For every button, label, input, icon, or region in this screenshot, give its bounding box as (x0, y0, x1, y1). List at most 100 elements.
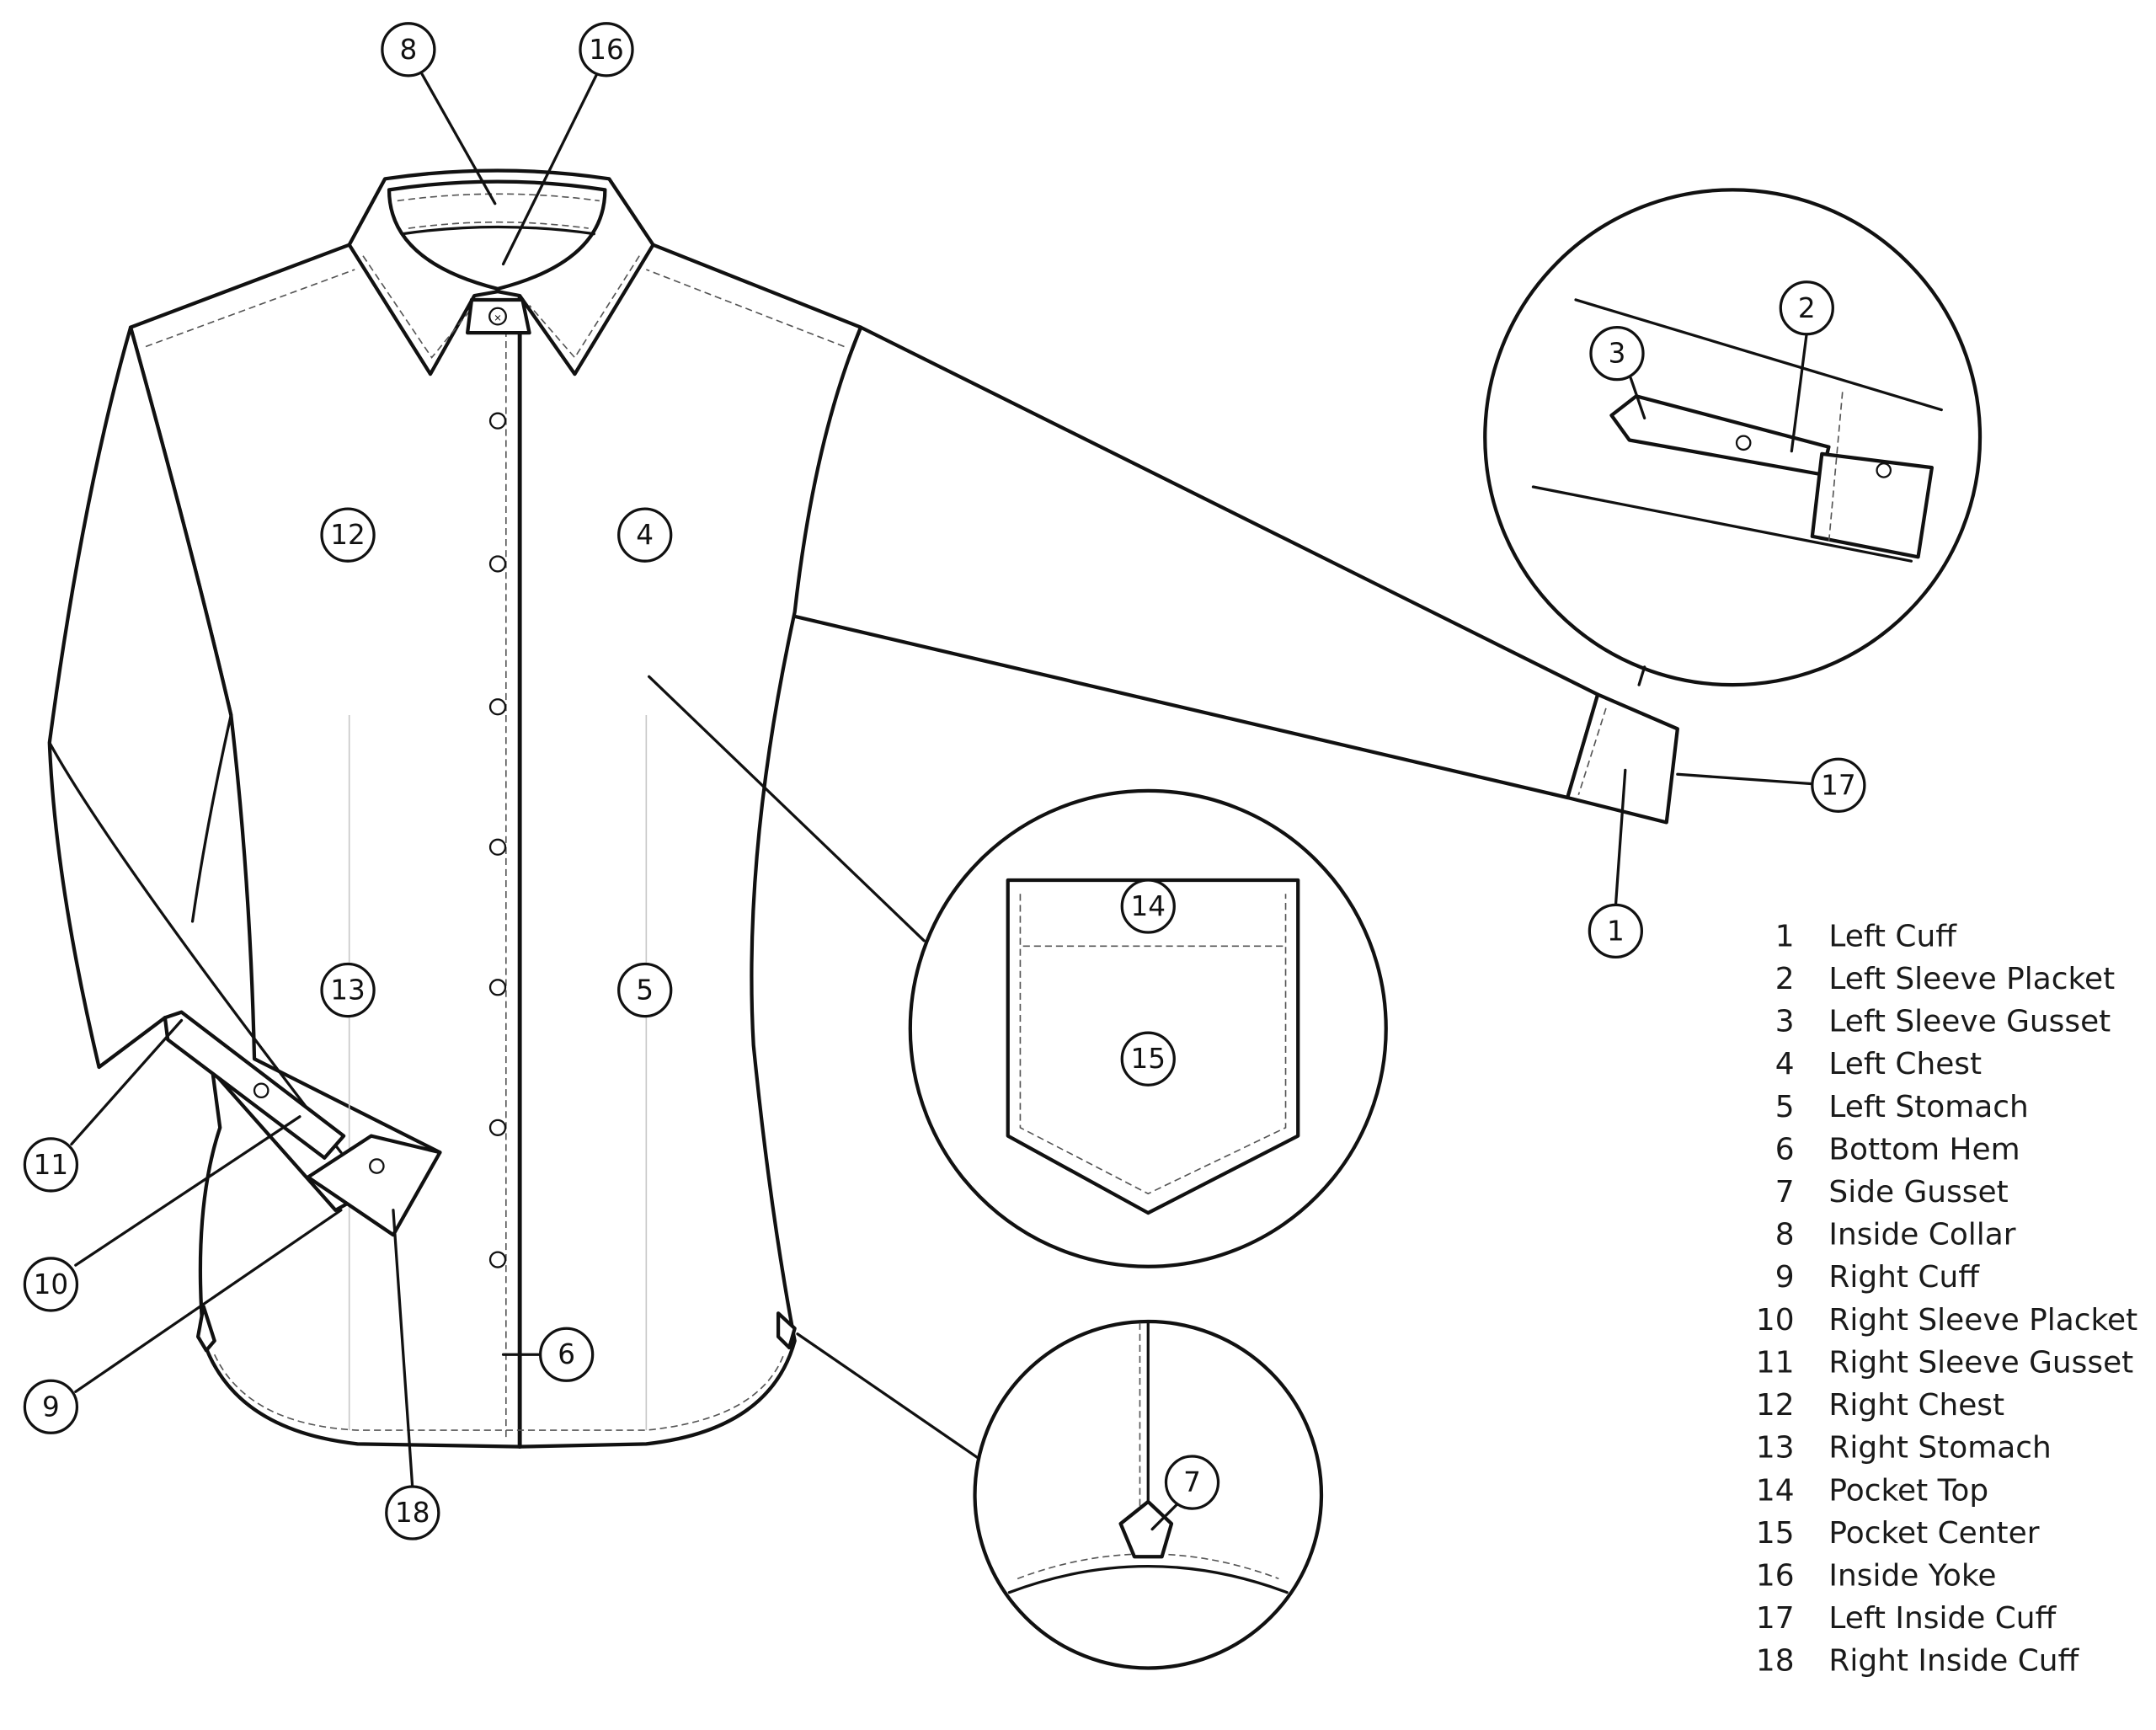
svg-text:13: 13 (330, 974, 366, 1006)
svg-text:10: 10 (34, 1268, 69, 1300)
svg-text:1: 1 (1775, 919, 1795, 953)
svg-text:14: 14 (1130, 890, 1166, 922)
svg-text:×: × (494, 312, 502, 323)
callout-3: 3 (1589, 326, 1645, 382)
callout-11: 11 (23, 1137, 79, 1193)
callout-15: 15 (1120, 1031, 1176, 1087)
legend-item: 11 Right Sleeve Gusset (1756, 1345, 2133, 1380)
svg-text:4: 4 (1775, 1047, 1795, 1081)
legend-item: 18 Right Inside Cuff (1756, 1644, 2080, 1679)
svg-text:8: 8 (1775, 1218, 1795, 1252)
callout-16: 16 (579, 22, 634, 77)
svg-text:5: 5 (636, 974, 654, 1006)
svg-text:18: 18 (1756, 1644, 1795, 1679)
svg-text:Bottom Hem: Bottom Hem (1828, 1132, 2020, 1167)
svg-text:Pocket Top: Pocket Top (1828, 1473, 1988, 1508)
collar: × (347, 168, 655, 376)
legend-item: 8 Inside Collar (1775, 1218, 2016, 1252)
svg-text:15: 15 (1130, 1043, 1166, 1075)
callout-13: 13 (320, 962, 376, 1018)
svg-text:Left Stomach: Left Stomach (1828, 1090, 2028, 1124)
legend-item: 17 Left Inside Cuff (1756, 1601, 2057, 1636)
callout-2: 2 (1779, 280, 1834, 336)
left-sleeve (787, 325, 1600, 800)
callout-18: 18 (385, 1485, 440, 1540)
legend-item: 14 Pocket Top (1756, 1473, 1988, 1508)
right-sleeve (47, 325, 442, 1212)
callout-10: 10 (23, 1257, 79, 1312)
callout-17: 17 (1811, 757, 1866, 813)
svg-text:Right Chest: Right Chest (1828, 1388, 2004, 1423)
svg-text:16: 16 (589, 34, 624, 66)
svg-text:Right Cuff: Right Cuff (1828, 1260, 1980, 1295)
svg-text:1: 1 (1607, 915, 1625, 947)
legend-item: 5 Left Stomach (1775, 1090, 2029, 1124)
legend-item: 7 Side Gusset (1775, 1175, 2009, 1209)
svg-text:11: 11 (1756, 1345, 1795, 1380)
svg-text:15: 15 (1756, 1516, 1795, 1551)
svg-text:Left Chest: Left Chest (1828, 1047, 1982, 1081)
svg-text:16: 16 (1756, 1559, 1795, 1594)
svg-text:5: 5 (1775, 1090, 1795, 1124)
pocket-detail (908, 788, 1388, 1268)
svg-text:3: 3 (1609, 338, 1626, 370)
right-sleeve-fold (48, 741, 343, 1154)
svg-text:Right Stomach: Right Stomach (1828, 1431, 2051, 1466)
legend-item: 15 Pocket Center (1756, 1516, 2040, 1551)
svg-text:4: 4 (636, 519, 654, 551)
sleeve-inner-line (190, 713, 232, 923)
svg-text:18: 18 (395, 1497, 430, 1529)
callout-7: 7 (1164, 1455, 1220, 1510)
svg-text:9: 9 (42, 1391, 60, 1423)
svg-text:6: 6 (1775, 1132, 1795, 1167)
side-gusset-detail (973, 1319, 1324, 1670)
legend-item: 6 Bottom Hem (1775, 1132, 2020, 1167)
legend-item: 4 Left Chest (1775, 1047, 1982, 1081)
svg-text:3: 3 (1775, 1005, 1795, 1039)
callout-4: 4 (617, 507, 673, 563)
svg-text:9: 9 (1775, 1260, 1795, 1295)
callout-1: 1 (1588, 903, 1644, 959)
svg-text:8: 8 (400, 34, 418, 66)
legend-item: 2 Left Sleeve Placket (1775, 962, 2115, 996)
svg-text:Left Cuff: Left Cuff (1828, 919, 1957, 953)
sleeve-placket-detail (1483, 188, 1983, 687)
leader-lines (70, 72, 1814, 1531)
svg-text:Right Inside Cuff: Right Inside Cuff (1828, 1644, 2079, 1679)
svg-text:6: 6 (558, 1338, 575, 1370)
svg-text:2: 2 (1775, 962, 1795, 996)
svg-text:Left Sleeve Placket: Left Sleeve Placket (1828, 962, 2115, 996)
left-cuff (1566, 692, 1679, 825)
svg-text:17: 17 (1821, 769, 1856, 801)
svg-text:Right Sleeve Gusset: Right Sleeve Gusset (1828, 1345, 2133, 1380)
svg-text:11: 11 (34, 1149, 69, 1181)
svg-text:13: 13 (1756, 1431, 1795, 1466)
svg-text:Pocket Center: Pocket Center (1828, 1516, 2039, 1551)
legend-item: 13 Right Stomach (1756, 1431, 2052, 1466)
svg-text:7: 7 (1183, 1466, 1201, 1498)
callout-5: 5 (617, 962, 673, 1018)
callout-8: 8 (381, 22, 436, 77)
svg-text:10: 10 (1756, 1303, 1795, 1338)
svg-text:2: 2 (1798, 292, 1816, 324)
svg-text:17: 17 (1756, 1601, 1795, 1636)
collar-button-icon: × (488, 307, 507, 326)
callout-12: 12 (320, 507, 376, 563)
callout-6: 6 (539, 1327, 595, 1382)
svg-text:Inside Collar: Inside Collar (1828, 1218, 2015, 1252)
svg-text:Left Inside Cuff: Left Inside Cuff (1828, 1601, 2057, 1636)
legend-item: 1 Left Cuff (1775, 919, 1957, 953)
legend-item: 9 Right Cuff (1775, 1260, 1980, 1295)
svg-text:Side Gusset: Side Gusset (1828, 1175, 2008, 1209)
front-buttons (488, 412, 507, 1268)
svg-text:14: 14 (1756, 1473, 1795, 1508)
svg-text:12: 12 (330, 519, 366, 551)
callout-14: 14 (1120, 878, 1176, 934)
svg-text:7: 7 (1775, 1175, 1795, 1209)
